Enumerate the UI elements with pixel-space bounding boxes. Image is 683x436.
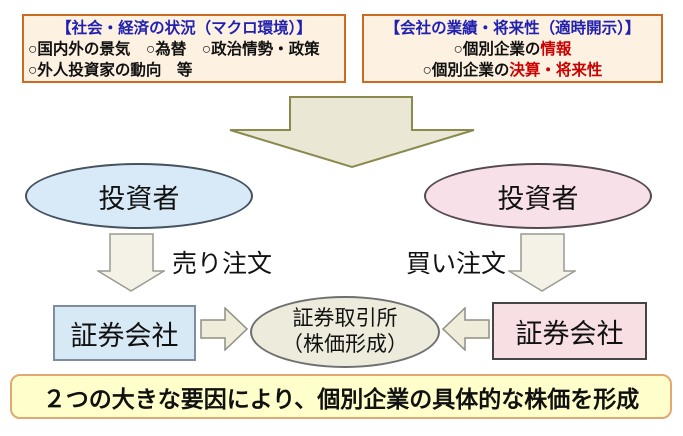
big-down-arrow-icon (229, 96, 476, 174)
broker-right-label: 証券会社 (515, 318, 624, 349)
conclusion-banner: ２つの大きな要因により、個別企業の具体的な株価を形成 (10, 374, 672, 419)
broker-right-box: 証券会社 (492, 302, 647, 360)
conclusion-text: ２つの大きな要因により、個別企業の具体的な株価を形成 (42, 385, 640, 412)
exchange-label-line1: 証券取引所 (292, 307, 398, 330)
company-line2-prefix: ○個別企業の (422, 62, 510, 79)
stock-exchange-oval: 証券取引所 （株価形成） (250, 296, 440, 368)
company-box-line2: ○個別企業の決算・将来性 (368, 60, 657, 81)
broker-left-box: 証券会社 (53, 305, 196, 361)
investor-left-label: 投資者 (98, 183, 180, 214)
company-box-line1: ○個別企業の情報 (368, 39, 657, 60)
broker-left-label: 証券会社 (70, 320, 179, 351)
company-box-title: 【会社の業績・将来性（適時開示）】 (384, 20, 641, 37)
right-arrow-icon (200, 306, 249, 356)
investor-left-oval: 投資者 (25, 163, 253, 229)
macro-environment-box: 【社会・経済の状況（マクロ環境）】 ○国内外の景気 ○為替 ○政治情勢・政策 ○… (22, 14, 346, 83)
left-arrow-icon (441, 306, 490, 356)
investor-right-label: 投資者 (497, 183, 579, 214)
company-line1-highlight: 情報 (540, 41, 572, 58)
sell-order-label: 売り注文 (172, 250, 273, 278)
investor-right-oval: 投資者 (424, 163, 652, 229)
company-line1-prefix: ○個別企業の (453, 41, 541, 58)
macro-box-title: 【社会・経済の状況（マクロ環境）】 (56, 20, 312, 37)
macro-box-line1: ○国内外の景気 ○為替 ○政治情勢・政策 (28, 41, 320, 58)
company-performance-box: 【会社の業績・将来性（適時開示）】 ○個別企業の情報 ○個別企業の決算・将来性 (362, 14, 663, 83)
company-line2-highlight: 決算・将来性 (509, 62, 603, 79)
macro-box-line2: ○外人投資家の動向 等 (28, 62, 193, 79)
buy-order-label: 買い注文 (406, 250, 507, 278)
exchange-label-line2: （株価形成） (282, 333, 408, 356)
buy-down-arrow-icon (506, 233, 578, 298)
sell-down-arrow-icon (95, 233, 167, 298)
